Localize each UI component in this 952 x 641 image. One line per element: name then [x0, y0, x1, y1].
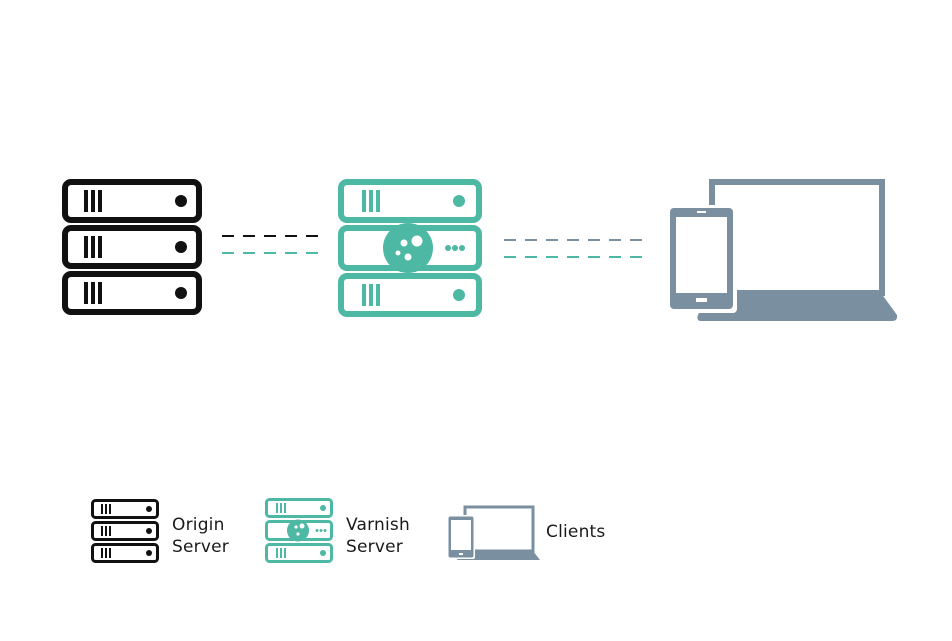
origin-varnish-connector: [222, 232, 322, 258]
legend-clients-line1: Clients: [546, 522, 606, 542]
legend-varnish-line2: Server: [346, 537, 403, 557]
varnish-clients-connector: [504, 236, 649, 262]
origin-server-icon: [62, 179, 202, 315]
legend-clients-label: Clients: [546, 521, 605, 543]
legend-origin-icon: [91, 499, 159, 563]
legend-varnish-label: Varnish Server: [346, 514, 410, 558]
legend-varnish-line1: Varnish: [346, 515, 410, 535]
clients-icon: [667, 179, 899, 325]
legend-varnish-icon: [265, 498, 333, 564]
legend-origin-line2: Server: [172, 537, 229, 557]
varnish-server-icon: [338, 179, 482, 317]
legend-clients-icon: [447, 505, 541, 563]
legend-origin-line1: Origin: [172, 515, 225, 535]
legend-origin-label: Origin Server: [172, 514, 229, 558]
